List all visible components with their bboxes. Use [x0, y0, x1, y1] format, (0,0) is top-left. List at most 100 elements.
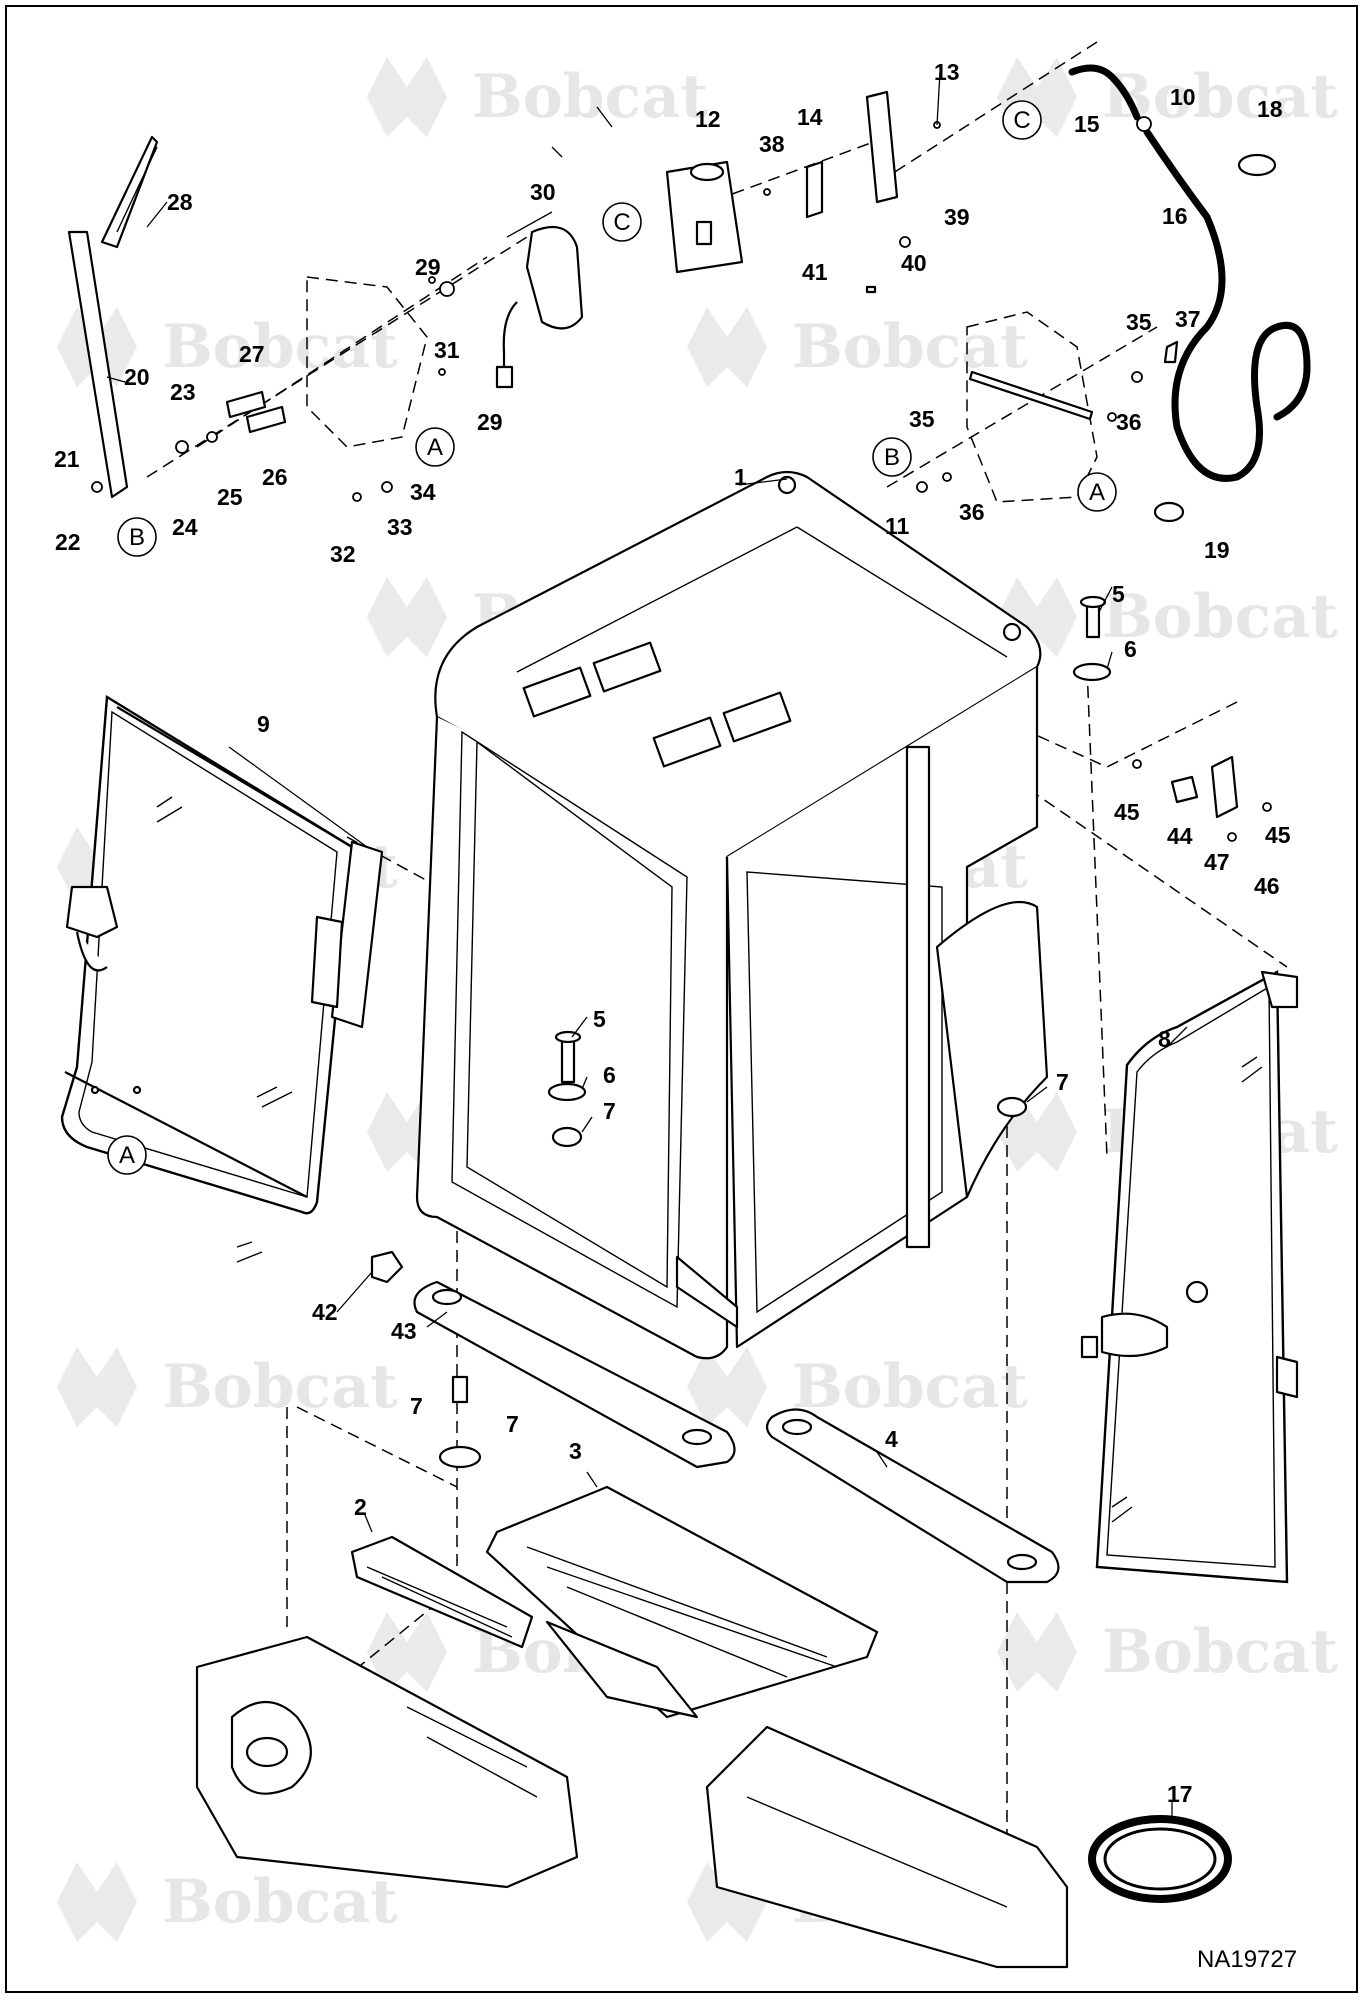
callout-33: 33 [387, 514, 413, 540]
watermark: Bobcat [997, 57, 1338, 137]
callout-20: 20 [124, 364, 150, 390]
reference-letter-C: C [1002, 100, 1042, 140]
watermark-text: Bobcat [472, 62, 708, 132]
bobcat-logo-icon [687, 307, 767, 387]
reference-letter-layer: A A A B B C C [107, 100, 1117, 1175]
watermark: Bobcat [687, 307, 1028, 387]
callout-7: 7 [1056, 1069, 1069, 1095]
callout-4: 4 [885, 1426, 898, 1452]
callout-35: 35 [909, 406, 935, 432]
callout-26: 26 [262, 464, 288, 490]
watermark-text: Bobcat [162, 312, 398, 382]
callout-27: 27 [239, 341, 265, 367]
leader-lines [106, 71, 1188, 1819]
callout-6: 6 [603, 1062, 616, 1088]
callout-29: 29 [415, 254, 441, 280]
callout-23: 23 [170, 379, 196, 405]
callout-15: 15 [1074, 111, 1100, 137]
callout-30: 30 [530, 179, 556, 205]
watermark-text: Bobcat [162, 1867, 398, 1937]
reference-letter-A: A [415, 427, 455, 467]
callout-7: 7 [603, 1098, 616, 1124]
callout-37: 37 [1175, 306, 1201, 332]
watermark: Bobcat [57, 307, 398, 387]
callout-layer: 1 2 3 4 5 5 6 6 7 7 7 7 8 9 10 11 12 13 … [54, 59, 1291, 1807]
right-door [1080, 969, 1299, 1584]
watermark-text: Bobcat [792, 312, 1028, 382]
callout-28: 28 [167, 189, 193, 215]
callout-36: 36 [959, 499, 985, 525]
reference-letter-C: C [602, 202, 642, 242]
callout-45: 45 [1265, 822, 1291, 848]
bobcat-logo-icon [367, 577, 447, 657]
floor-rails [413, 1280, 1060, 1584]
reference-letter-text: C [1013, 107, 1030, 134]
callout-45: 45 [1114, 799, 1140, 825]
callout-22: 22 [55, 529, 81, 555]
callout-43: 43 [391, 1318, 417, 1344]
watermark-text: Bobcat [792, 1352, 1028, 1422]
callout-41: 41 [802, 259, 828, 285]
callout-10: 10 [1170, 84, 1196, 110]
callout-44: 44 [1167, 823, 1193, 849]
watermark: Bobcat [997, 577, 1338, 657]
bobcat-logo-icon [57, 1347, 137, 1427]
reference-letter-text: C [613, 209, 630, 236]
reference-letter-A: A [107, 1135, 147, 1175]
callout-32: 32 [330, 541, 356, 567]
seal-strip [1088, 1815, 1232, 1903]
callout-7: 7 [506, 1411, 519, 1437]
callout-17: 17 [1167, 1781, 1193, 1807]
callout-35: 35 [1126, 309, 1152, 335]
mount-hardware [370, 595, 1272, 1469]
callout-25: 25 [217, 484, 243, 510]
washer-hose [1068, 64, 1311, 523]
reference-letter-text: A [1089, 479, 1105, 506]
callout-31: 31 [434, 337, 460, 363]
callout-1: 1 [734, 464, 747, 490]
callout-18: 18 [1257, 96, 1283, 122]
wiper-assembly [67, 135, 584, 502]
watermark: Bobcat [57, 1347, 398, 1427]
bobcat-logo-icon [687, 1347, 767, 1427]
callout-34: 34 [410, 479, 436, 505]
callout-47: 47 [1204, 849, 1230, 875]
callout-42: 42 [312, 1299, 338, 1325]
callout-14: 14 [797, 104, 823, 130]
watermark-text: Bobcat [162, 1352, 398, 1422]
callout-11: 11 [885, 513, 910, 539]
callout-40: 40 [901, 250, 927, 276]
callout-8: 8 [1158, 1026, 1171, 1052]
floor-panels [350, 1485, 879, 1719]
callout-39: 39 [944, 204, 970, 230]
callout-7: 7 [410, 1393, 423, 1419]
callout-9: 9 [257, 711, 270, 737]
callout-24: 24 [172, 514, 198, 540]
reference-letter-B: B [872, 437, 912, 477]
bobcat-logo-icon [367, 1612, 447, 1692]
bobcat-logo-icon [997, 1612, 1077, 1692]
reference-letter-B: B [117, 517, 157, 557]
bobcat-logo-icon [57, 1862, 137, 1942]
parts-diagram-sheet: Bobcat Bobcat Bobcat Bobcat Bobcat Bobca… [5, 5, 1358, 1993]
callout-2: 2 [354, 1494, 367, 1520]
bobcat-logo-icon [367, 57, 447, 137]
reference-letter-A: A [1077, 472, 1117, 512]
callout-5: 5 [593, 1006, 606, 1032]
lower-chassis [195, 1635, 1069, 1969]
watermark: Bobcat [997, 1612, 1338, 1692]
callout-46: 46 [1254, 873, 1280, 899]
watermark-text: Bobcat [1102, 1617, 1338, 1687]
callout-6: 6 [1124, 636, 1137, 662]
document-id: NA19727 [1197, 1946, 1297, 1973]
watermark: Bobcat [687, 1347, 1028, 1427]
callout-21: 21 [54, 446, 80, 472]
callout-36: 36 [1116, 409, 1142, 435]
callout-38: 38 [759, 131, 785, 157]
callout-13: 13 [934, 59, 960, 85]
reference-letter-text: B [884, 444, 900, 471]
callout-16: 16 [1162, 203, 1188, 229]
watermark: Bobcat [367, 57, 708, 137]
reference-letter-text: A [119, 1142, 135, 1169]
callout-12: 12 [695, 106, 721, 132]
